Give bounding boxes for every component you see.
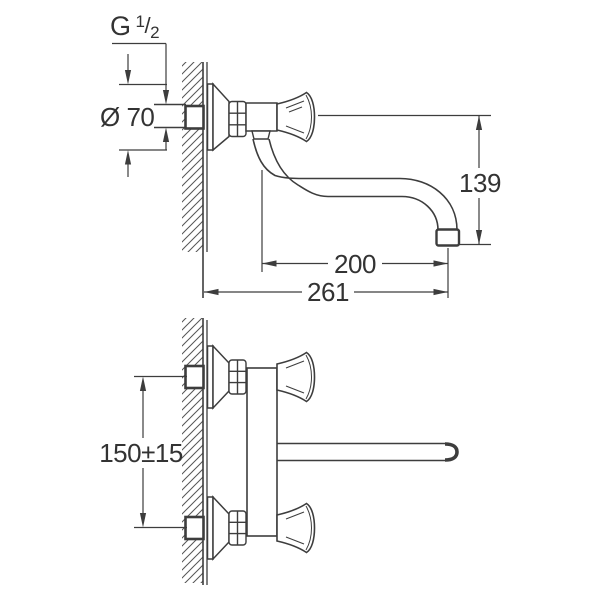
union-nut [228,100,247,138]
thread-numerator: 1 [135,12,145,31]
label-total-projection: 261 [307,277,349,307]
mixer-body [246,367,278,537]
aerator [435,228,461,247]
plan-view [134,318,459,585]
side-view [112,42,491,298]
label-spout-reach: 200 [334,249,376,279]
inlet-pipe [154,103,186,129]
dimension-200 [261,170,448,272]
thread-denominator: 2 [150,23,160,42]
dimension-139 [318,114,491,246]
thread-prefix: G [110,11,131,41]
spout-neck [251,130,271,140]
dimension-150 [134,375,187,529]
handle-bottom [276,502,316,554]
label-escutcheon-diameter: Ø 70 [100,102,155,132]
wall-section-plan [182,318,208,585]
connection-bottom [184,495,247,561]
escutcheon [206,82,230,152]
valve-body [245,102,278,132]
dimension-escutcheon-diameter [119,54,167,177]
spout [252,138,458,231]
connection-top [184,344,247,410]
wall-section-side [182,62,208,298]
dimension-thread [112,42,170,150]
label-spout-height: 139 [459,168,501,198]
label-connection-distance: 150±15 [99,438,183,468]
handle-side [276,91,316,143]
thread-slash: / [144,13,151,38]
wall-union-square [184,104,205,130]
handle-top [276,351,316,403]
spout-plan [277,442,459,462]
dimension-261 [204,248,449,298]
